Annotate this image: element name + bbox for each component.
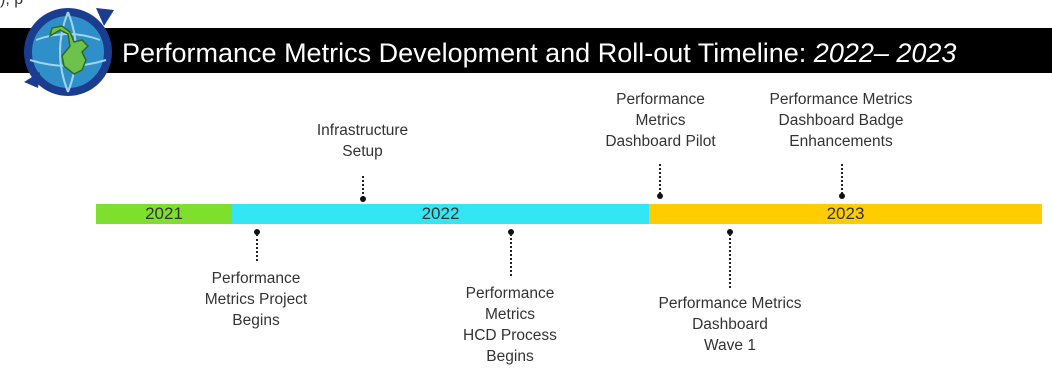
michigan-globe-refresh-icon	[24, 8, 114, 96]
milestone-dashboard-pilot: Performance Metrics Dashboard Pilot	[605, 91, 716, 150]
milestone-marker	[657, 193, 663, 199]
milestone-infrastructure-setup: Infrastructure Setup	[316, 122, 409, 160]
milestone-marker	[254, 229, 260, 235]
year-bar-2021: 2021	[96, 204, 232, 224]
milestone-connector	[256, 234, 258, 261]
title-main: Performance Metrics Development and Roll…	[122, 38, 807, 68]
milestone-marker	[360, 196, 366, 202]
milestone-dashboard-wave-1: Performance Metrics Dashboard Wave 1	[658, 295, 802, 354]
milestone-connector	[841, 164, 843, 194]
milestone-marker	[727, 229, 733, 235]
page-title: Performance Metrics Development and Roll…	[122, 36, 956, 70]
milestone-marker	[839, 193, 845, 199]
milestone-dashboard-badge-enhancements: Performance Metrics Dashboard Badge Enha…	[769, 91, 913, 150]
milestone-project-begins: Performance Metrics Project Begins	[204, 270, 308, 329]
milestone-connector	[362, 176, 364, 198]
year-bar-2023: 2023	[649, 204, 1042, 224]
milestone-connector	[510, 234, 512, 276]
milestone-connector	[659, 164, 661, 194]
cropped-text-fragment: ), p	[0, 0, 1052, 11]
title-years: 2022– 2023	[813, 38, 957, 68]
milestone-hcd-process-begins: Performance Metrics HCD Process Begins	[463, 285, 557, 365]
milestone-connector	[729, 234, 731, 288]
title-bar	[0, 28, 1052, 73]
milestone-marker	[508, 229, 514, 235]
year-bar-2022: 2022	[232, 204, 649, 224]
